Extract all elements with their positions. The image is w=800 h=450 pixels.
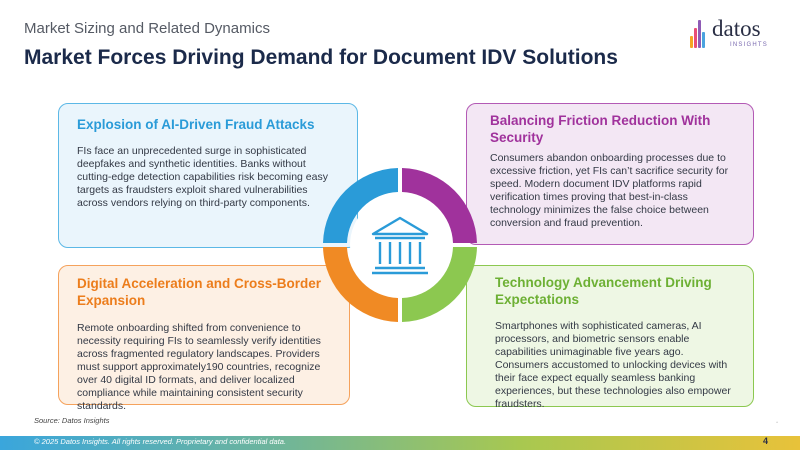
card-title: Technology Advancement Driving Expectati…	[495, 275, 712, 307]
ring-segment-green	[402, 247, 477, 322]
footer-bar: © 2025 Datos Insights. All rights reserv…	[0, 436, 800, 450]
card-body: Remote onboarding shifted from convenien…	[77, 322, 321, 412]
ring-segment-orange	[323, 247, 398, 322]
page-title: Market Forces Driving Demand for Documen…	[24, 46, 618, 69]
footer-copyright: © 2025 Datos Insights. All rights reserv…	[34, 437, 287, 446]
card-body: Consumers abandon onboarding processes d…	[490, 152, 729, 229]
card-digital-acceleration: Digital Acceleration and Cross-Border Ex…	[58, 265, 350, 412]
datos-insights-logo: datos INSIGHTS	[690, 12, 782, 50]
bank-building-icon	[371, 216, 429, 275]
card-title: Digital Acceleration and Cross-Border Ex…	[77, 276, 322, 308]
center-ring-graphic	[323, 168, 477, 322]
card-friction-security: Balancing Friction Reduction With Securi…	[466, 103, 754, 245]
logo-wordmark: datos	[712, 16, 761, 41]
card-body: FIs face an unprecedented surge in sophi…	[77, 145, 328, 209]
ring-segment-blue	[323, 168, 398, 243]
logo-bars-icon	[690, 12, 708, 48]
card-title: Balancing Friction Reduction With Securi…	[490, 113, 711, 145]
logo-subtitle: INSIGHTS	[730, 42, 768, 48]
card-technology-advancement: Technology Advancement Driving Expectati…	[466, 265, 754, 410]
slide-mark: ▫	[776, 420, 778, 426]
section-label: Market Sizing and Related Dynamics	[24, 20, 270, 37]
card-ai-fraud: Explosion of AI-Driven Fraud Attacks FIs…	[58, 103, 358, 248]
source-note: Source: Datos Insights	[34, 416, 110, 425]
ring-segment-purple	[402, 168, 477, 243]
card-body: Smartphones with sophisticated cameras, …	[495, 320, 731, 410]
card-title: Explosion of AI-Driven Fraud Attacks	[77, 117, 315, 132]
page-number: 4	[762, 436, 768, 446]
